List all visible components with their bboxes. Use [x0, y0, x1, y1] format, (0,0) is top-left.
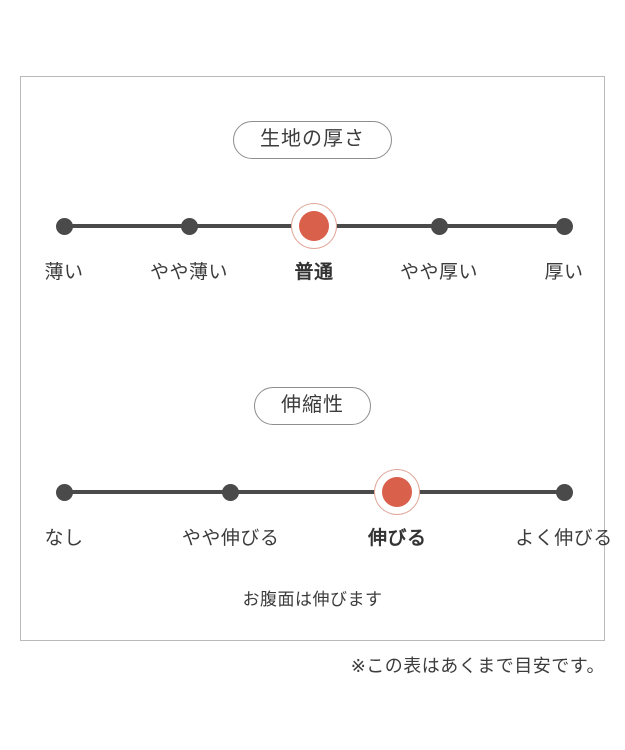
scale-point[interactable]	[180, 217, 198, 235]
scale-point-label: 普通	[294, 262, 334, 283]
scale-stretch-caption: お腹面は伸びます	[242, 590, 383, 609]
scale-point-label: 厚い	[544, 262, 584, 283]
scale-stretch-title: 伸縮性	[254, 387, 371, 425]
scale-thickness-track	[21, 199, 604, 253]
scale-stretch-title-row: 伸縮性	[21, 387, 604, 425]
scale-stretch: 伸縮性 なし やや伸びる 伸びる よく伸びる お腹面は伸びます	[21, 387, 612, 610]
scale-point-label: やや厚い	[399, 262, 479, 283]
footnote: ※この表はあくまで目安です。	[350, 656, 605, 676]
scale-thickness-title-row: 生地の厚さ	[21, 121, 604, 159]
scale-thickness-labels: 薄い やや薄い 普通 やや厚い 厚い	[21, 261, 604, 293]
scale-point-label: 薄い	[44, 262, 84, 283]
scale-point-label: やや伸びる	[181, 528, 280, 549]
scale-thickness-title: 生地の厚さ	[233, 121, 392, 159]
scale-point[interactable]	[55, 217, 73, 235]
scale-stretch-labels: なし やや伸びる 伸びる よく伸びる	[21, 527, 612, 559]
scale-point-label: やや薄い	[149, 262, 229, 283]
scale-point[interactable]	[222, 483, 240, 501]
scale-point[interactable]	[55, 483, 73, 501]
scale-stretch-track	[21, 465, 604, 519]
scale-point-label: なし	[44, 528, 84, 549]
scale-point-label: よく伸びる	[515, 528, 613, 549]
scale-point-selected[interactable]	[382, 477, 413, 507]
scale-point[interactable]	[555, 483, 573, 501]
track-line	[64, 490, 564, 494]
scale-point-selected[interactable]	[299, 211, 329, 241]
scale-point[interactable]	[555, 217, 573, 235]
spec-card: 生地の厚さ 薄い やや薄い 普通 やや厚い 厚い 伸縮性 なし やや伸びる 伸びる よく伸びる…	[20, 76, 612, 641]
scale-point[interactable]	[430, 217, 448, 235]
scale-point-label: 伸びる	[368, 528, 427, 549]
scale-thickness: 生地の厚さ 薄い やや薄い 普通 やや厚い 厚い	[21, 121, 604, 293]
